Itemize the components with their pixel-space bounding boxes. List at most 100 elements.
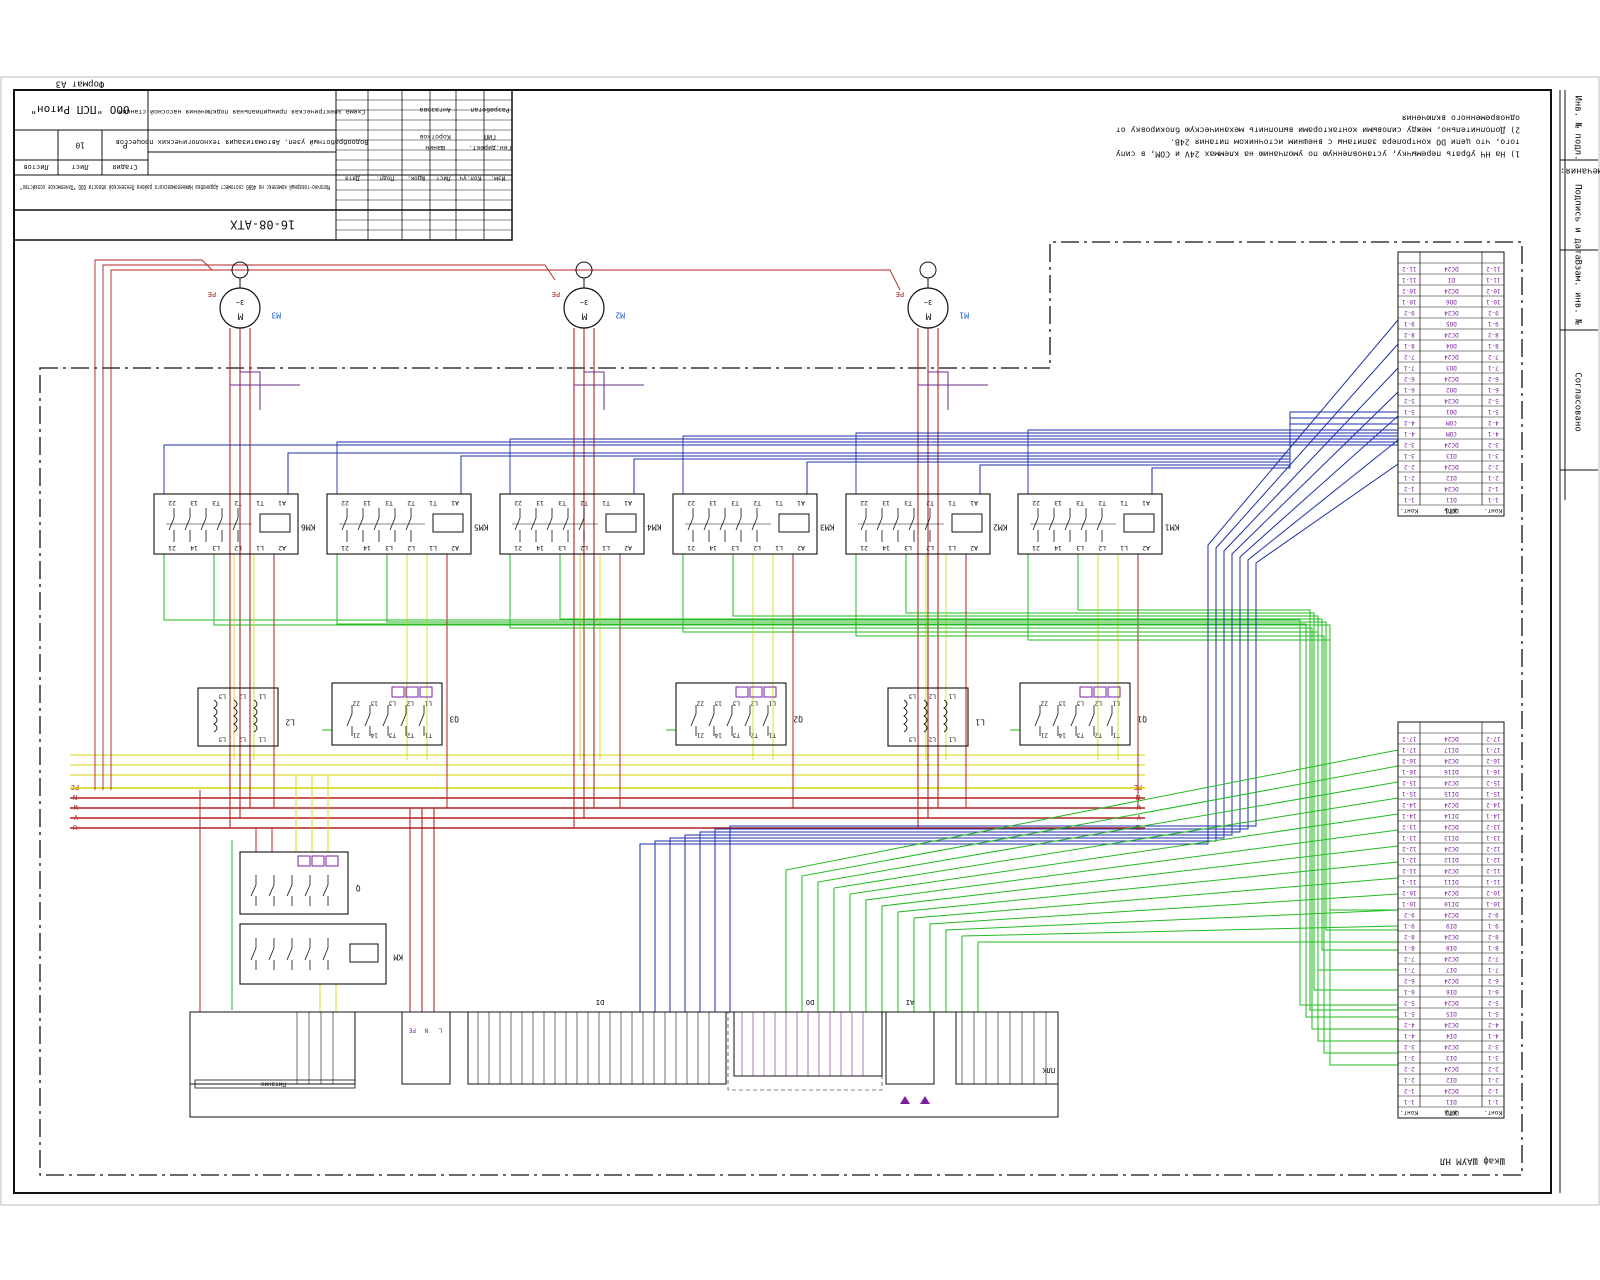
tb-circuit: DI <box>1447 276 1455 283</box>
tb-circuit: DI1 <box>1446 496 1457 503</box>
tb-contact: 17-1 <box>1402 746 1417 753</box>
contactor-terminal: 21 <box>860 544 868 552</box>
choke-terminal: L1 <box>258 693 266 700</box>
tb-contact: 3-2 <box>1488 441 1499 448</box>
contactor-label: KM3 <box>820 523 835 532</box>
tb-contact: 16-2 <box>1486 757 1501 764</box>
wire <box>268 947 275 961</box>
plc-signal-wire <box>977 941 1398 1012</box>
contactor-coil <box>1123 513 1155 533</box>
tb-contact: 4-1 <box>1404 1032 1415 1039</box>
plc-module-label: AI <box>906 998 914 1006</box>
tb-circuit: DI2 <box>1446 474 1457 481</box>
signal-wire <box>905 554 1398 991</box>
tb-contact: 11-1 <box>1402 276 1417 283</box>
contactor-terminal: L3 <box>558 544 566 552</box>
tb-circuit: DC24 <box>1444 1065 1459 1072</box>
tb-circuit: DI5 <box>1446 1010 1457 1017</box>
contactor-coil <box>778 513 810 533</box>
tb-contact: 8-2 <box>1404 331 1415 338</box>
contactor-terminal: T3 <box>904 499 912 507</box>
main-breaker-q <box>239 851 349 915</box>
tb-circuit: DC24 <box>1444 1087 1459 1094</box>
tb-circuit: DO5 <box>1446 320 1457 327</box>
contactor-terminal: L1 <box>1120 544 1128 552</box>
tb-contact: 4-2 <box>1488 419 1499 426</box>
motor-pe-label: PE <box>896 290 904 298</box>
devices-layer <box>153 261 1163 985</box>
tb-contact: 6-2 <box>1488 375 1499 382</box>
tb-header: Конт. <box>1400 507 1418 514</box>
tb-contact: 5-1 <box>1488 408 1499 415</box>
tb-header: Конт. <box>1484 1109 1502 1116</box>
contactor-terminal: T3 <box>385 499 393 507</box>
tb-contact: 9-2 <box>1488 911 1499 918</box>
tb-circuit: DI6 <box>1446 988 1457 995</box>
breaker-terminal: 14 <box>714 732 722 739</box>
contactor-terminal: A1 <box>797 499 805 507</box>
tb-circuit: DC24 <box>1444 1043 1459 1050</box>
tb-circuit: DI3 <box>1446 1054 1457 1061</box>
note-line: одновременного включения <box>1402 114 1520 124</box>
stage-value: Р <box>123 141 128 150</box>
bus-label-left: PE <box>71 783 79 791</box>
relay-module <box>955 1011 1059 1085</box>
plc-signal-wire <box>945 909 1399 1012</box>
tb-circuit: DI17 <box>1444 746 1459 753</box>
tb-circuit: DI8 <box>1446 944 1457 951</box>
role-title: ГИП <box>484 133 496 141</box>
plc-name: ПЛК <box>1042 1066 1055 1074</box>
breaker-trip-icon <box>311 855 325 867</box>
tb-contact: 2-1 <box>1404 1076 1415 1083</box>
contact-blade <box>762 713 769 727</box>
contactor-terminal: L3 <box>1076 544 1084 552</box>
breaker-trip-icon <box>735 686 749 698</box>
tb-contact: 10-2 <box>1402 889 1417 896</box>
stage-label: Стадия <box>112 163 137 171</box>
breaker-q2 <box>675 682 787 746</box>
signal-wire <box>855 554 1398 1054</box>
contactor-terminal: L1 <box>775 544 783 552</box>
contactor-label: KM4 <box>647 523 662 532</box>
tb-contact: 11-2 <box>1486 265 1501 272</box>
project-title: Молочно-товарный комплекс на 4600 скотом… <box>20 183 330 192</box>
sheet-number: 10 <box>75 141 85 150</box>
contact-blade <box>418 713 425 727</box>
contact-blade <box>1070 713 1077 727</box>
contactor-terminal: A2 <box>1142 544 1150 552</box>
contact-blade <box>708 713 715 727</box>
breaker-label: Q1 <box>1137 715 1147 724</box>
breaker-terminal: L3 <box>732 700 740 707</box>
sheet-label: Лист <box>72 163 89 171</box>
tb-contact: 9-2 <box>1488 309 1499 316</box>
tb-contact: 5-2 <box>1488 397 1499 404</box>
breaker-terminal: 22 <box>696 700 704 707</box>
contactor-terminal: T3 <box>731 499 739 507</box>
motor-circle <box>563 287 605 329</box>
breaker-terminal: T2 <box>750 732 758 739</box>
tb-circuit: DI16 <box>1444 768 1459 775</box>
tb-contact: 1-2 <box>1488 1087 1499 1094</box>
bus-label-left: W <box>73 803 78 811</box>
doc-code: 16-08-АТХ <box>229 218 295 232</box>
tb-contact: 5-1 <box>1404 1010 1415 1017</box>
tb-contact: 9-1 <box>1488 922 1499 929</box>
tb-contact: 1-1 <box>1404 1098 1415 1105</box>
breaker-trip-icon <box>325 855 339 867</box>
contactor-terminal: L3 <box>212 544 220 552</box>
choke-terminal: L3 <box>218 736 226 743</box>
tb-contact: 1-2 <box>1404 485 1415 492</box>
notes-title: Примечания: <box>1560 166 1600 176</box>
plc-signal-wire <box>929 893 1399 1012</box>
breaker-terminal: 22 <box>1040 700 1048 707</box>
contactor-terminal: L2 <box>1098 544 1106 552</box>
contactor-terminal: T2 <box>407 499 415 507</box>
bus-label-right: V <box>1136 813 1141 821</box>
coil-winding <box>253 699 258 733</box>
contactor-terminal: T2 <box>926 499 934 507</box>
tb-contact: 10-2 <box>1486 287 1501 294</box>
signal-wire <box>1027 554 1398 1066</box>
tb-circuit: COM <box>1446 419 1457 426</box>
contactor-terminal: A2 <box>278 544 286 552</box>
plc-signal-wire <box>881 845 1399 1012</box>
